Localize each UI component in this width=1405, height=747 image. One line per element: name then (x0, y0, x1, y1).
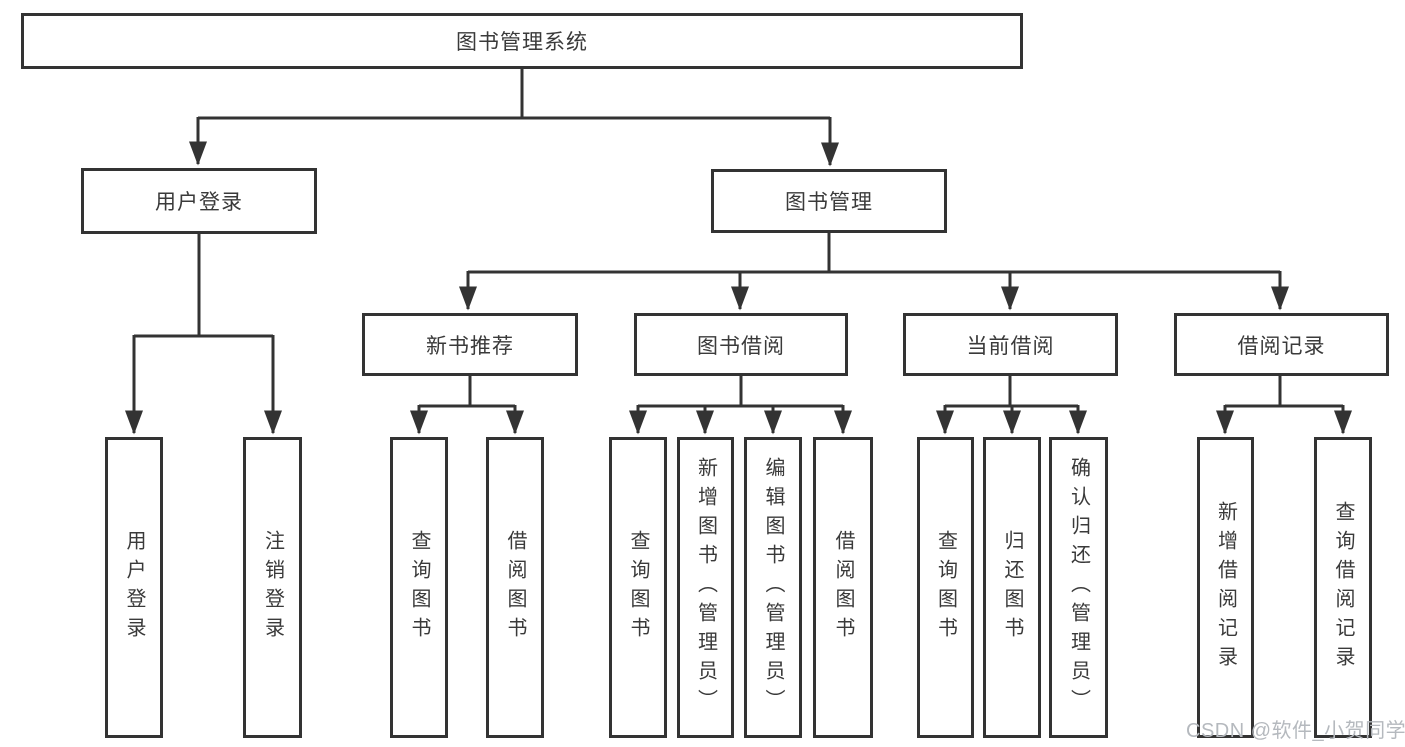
node-leaf-borrow-books-2: 借阅图书 (813, 437, 873, 738)
connector-book-management-children (459, 233, 1289, 311)
node-borrow-record: 借阅记录 (1174, 313, 1389, 376)
connector-new-book-rec-children (410, 376, 524, 435)
node-book-management: 图书管理 (711, 169, 947, 233)
node-leaf-user-login: 用户登录 (105, 437, 163, 738)
node-leaf-add-borrow-record: 新增借阅记录 (1197, 437, 1254, 738)
node-user-login: 用户登录 (81, 168, 317, 234)
node-leaf-query-borrow-record: 查询借阅记录 (1314, 437, 1372, 738)
node-leaf-return-books: 归还图书 (983, 437, 1041, 738)
node-leaf-add-books-admin: 新增图书（管理员） (677, 437, 734, 738)
node-leaf-borrow-books-1: 借阅图书 (486, 437, 544, 738)
node-leaf-query-books-2: 查询图书 (609, 437, 667, 738)
node-new-book-recommend: 新书推荐 (362, 313, 578, 376)
csdn-watermark: CSDN @软件_小贺同学 (1186, 720, 1405, 742)
connector-book-borrow-children (629, 376, 852, 435)
node-leaf-query-books-3: 查询图书 (917, 437, 974, 738)
connector-current-borrow-children (936, 376, 1087, 435)
node-book-borrow: 图书借阅 (634, 313, 848, 376)
node-leaf-logout: 注销登录 (243, 437, 302, 738)
connector-root-to-level2 (189, 69, 839, 167)
connector-borrow-record-children (1216, 376, 1352, 435)
node-leaf-query-books-1: 查询图书 (390, 437, 448, 738)
node-leaf-confirm-return-admin: 确认归还（管理员） (1049, 437, 1108, 738)
node-library-management-system: 图书管理系统 (21, 13, 1023, 69)
node-current-borrow: 当前借阅 (903, 313, 1118, 376)
connector-user-login-children (125, 234, 282, 435)
node-leaf-edit-books-admin: 编辑图书（管理员） (744, 437, 802, 738)
